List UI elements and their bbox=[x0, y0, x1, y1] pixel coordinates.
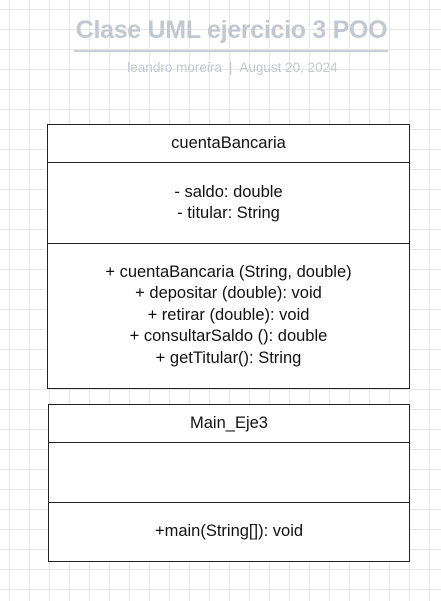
attributes-compartment: - saldo: double - titular: String bbox=[48, 162, 409, 243]
meta-separator: | bbox=[228, 60, 233, 75]
class-name-compartment: cuentaBancaria bbox=[48, 125, 409, 162]
method-item: + retirar (double): void bbox=[147, 305, 310, 324]
method-item: + cuentaBancaria (String, double) bbox=[105, 262, 352, 281]
document-date: August 20, 2024 bbox=[239, 60, 338, 75]
attributes-compartment bbox=[49, 442, 409, 502]
method-item: + consultarSaldo (): double bbox=[129, 327, 328, 346]
attribute-item: - saldo: double bbox=[174, 182, 283, 201]
methods-compartment: +main(String[]): void bbox=[49, 502, 409, 560]
author-name: leandro moreira bbox=[127, 60, 222, 75]
document-title: Clase UML ejercicio 3 POO bbox=[75, 16, 388, 44]
method-item: + getTitular(): String bbox=[155, 348, 302, 367]
class-name-compartment: Main_Eje3 bbox=[49, 405, 409, 442]
uml-class-main-eje3[interactable]: Main_Eje3 +main(String[]): void bbox=[48, 404, 410, 562]
method-item: +main(String[]): void bbox=[154, 521, 304, 540]
attribute-item: - titular: String bbox=[177, 204, 280, 222]
class-name: Main_Eje3 bbox=[190, 413, 268, 432]
method-item: + depositar (double): void bbox=[135, 284, 322, 303]
title-underline bbox=[74, 50, 388, 52]
uml-class-cuentabancaria[interactable]: cuentaBancaria - saldo: double - titular… bbox=[47, 124, 410, 389]
class-name: cuentaBancaria bbox=[171, 133, 286, 152]
methods-compartment: + cuentaBancaria (String, double) + depo… bbox=[48, 243, 409, 387]
document-meta: leandro moreira | August 20, 2024 bbox=[0, 60, 441, 75]
